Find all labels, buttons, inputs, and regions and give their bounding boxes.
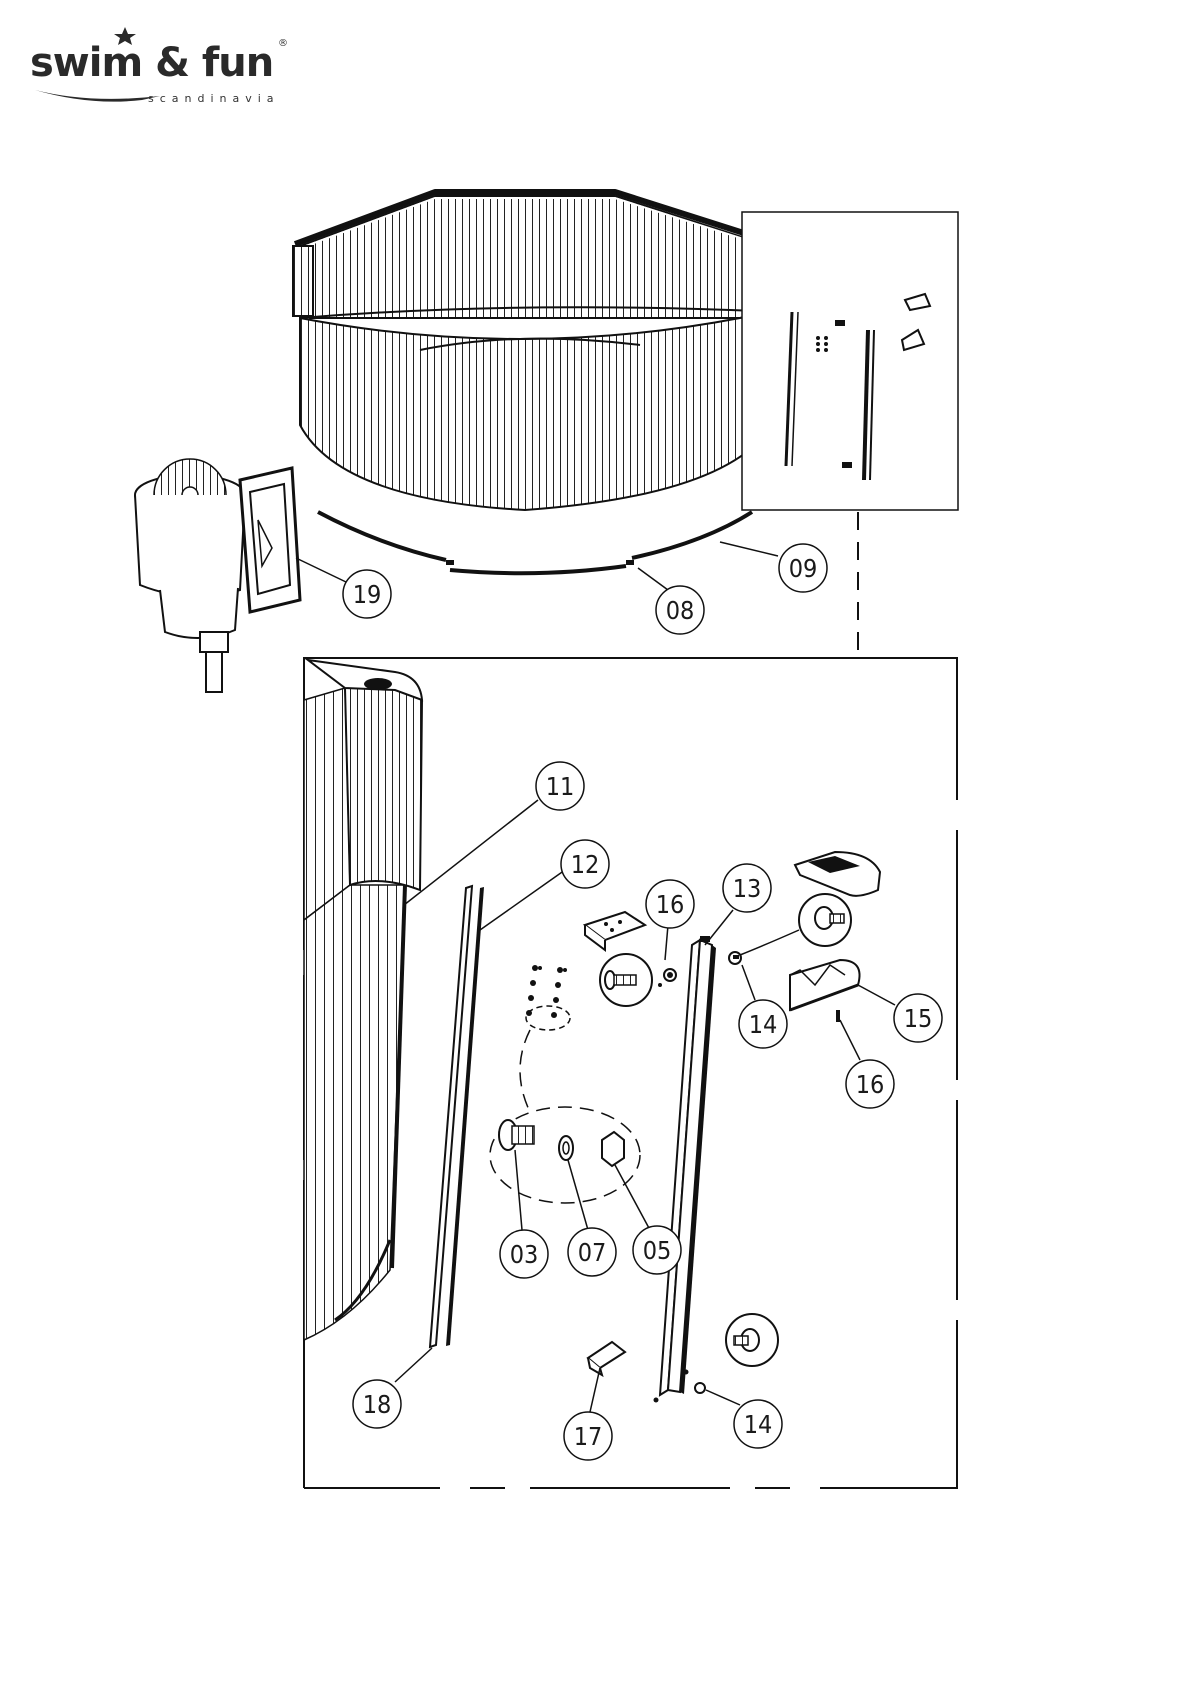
callout-11: 11 (536, 762, 584, 810)
callout-07: 07 (568, 1228, 616, 1276)
callout-09: 09 (779, 544, 827, 592)
svg-text:13: 13 (733, 874, 762, 903)
upright-post-part (660, 936, 716, 1395)
top-cap-part (795, 852, 880, 896)
svg-text:19: 19 (353, 580, 382, 609)
svg-text:09: 09 (789, 554, 818, 583)
svg-text:08: 08 (666, 596, 695, 625)
svg-text:07: 07 (578, 1238, 607, 1267)
callout-16-upper: 16 (646, 880, 694, 928)
svg-text:16: 16 (856, 1070, 885, 1099)
callout-03: 03 (500, 1230, 548, 1278)
callout-18: 18 (353, 1380, 401, 1428)
svg-text:05: 05 (643, 1236, 672, 1265)
callout-12: 12 (561, 840, 609, 888)
detail-box-small (742, 212, 958, 510)
callout-08: 08 (656, 586, 704, 634)
svg-text:03: 03 (510, 1240, 539, 1269)
svg-text:17: 17 (574, 1422, 603, 1451)
callout-14-lower: 14 (734, 1400, 782, 1448)
svg-text:18: 18 (363, 1390, 392, 1419)
callout-05: 05 (633, 1226, 681, 1274)
bolt-part (499, 1120, 534, 1150)
wall-section (304, 660, 422, 1340)
nut-part (602, 1132, 624, 1166)
callout-19: 19 (343, 570, 391, 618)
svg-text:11: 11 (546, 772, 575, 801)
svg-text:14: 14 (749, 1010, 778, 1039)
svg-text:12: 12 (571, 850, 600, 879)
callout-14-upper: 14 (739, 1000, 787, 1048)
svg-text:16: 16 (656, 890, 685, 919)
bracket-part (790, 960, 860, 1010)
callout-16-lower: 16 (846, 1060, 894, 1108)
callout-15: 15 (894, 994, 942, 1042)
svg-text:14: 14 (744, 1410, 773, 1439)
callout-13: 13 (723, 864, 771, 912)
pool-overview (293, 192, 780, 573)
cover-strip-part (430, 886, 484, 1347)
svg-text:15: 15 (904, 1004, 933, 1033)
washer-part (559, 1136, 573, 1160)
skimmer-part (135, 459, 300, 692)
top-plate-part (585, 912, 645, 950)
callout-17: 17 (564, 1412, 612, 1460)
foot-part (588, 1342, 625, 1375)
